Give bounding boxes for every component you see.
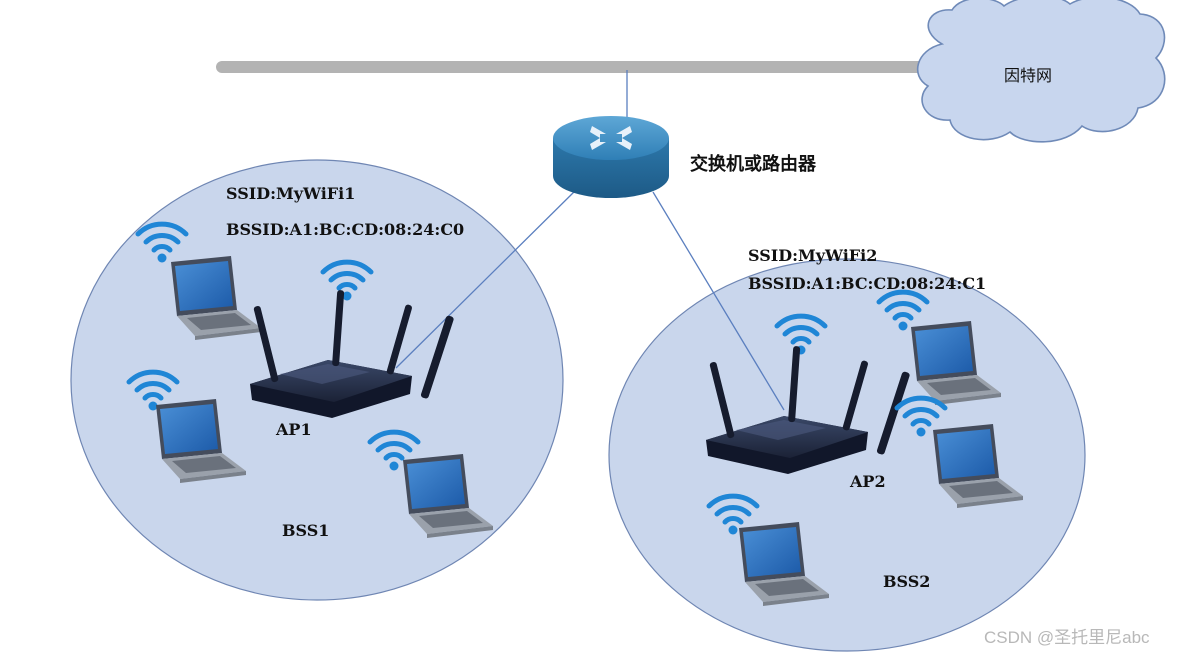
internet-label: 因特网 — [1004, 66, 1053, 85]
ap2-label: AP2 — [850, 472, 886, 491]
router-icon — [553, 116, 669, 198]
link-router-ap1 — [395, 187, 579, 369]
bss2-bssid: BSSID:A1:BC:CD:08:24:C1 — [748, 274, 987, 293]
bss1-label: BSS1 — [282, 521, 330, 540]
bss2-label: BSS2 — [883, 572, 931, 591]
link-router-ap2 — [652, 191, 785, 411]
watermark: CSDN @圣托里尼abc — [984, 628, 1150, 647]
bss1-bssid: BSSID:A1:BC:CD:08:24:C0 — [226, 220, 465, 239]
bss2-ssid: SSID:MyWiFi2 — [748, 246, 878, 265]
internet-cloud — [917, 0, 1166, 143]
bss1-ssid: SSID:MyWiFi1 — [226, 184, 356, 203]
ap1-label: AP1 — [276, 420, 312, 439]
switch-router-label: 交换机或路由器 — [690, 154, 816, 175]
